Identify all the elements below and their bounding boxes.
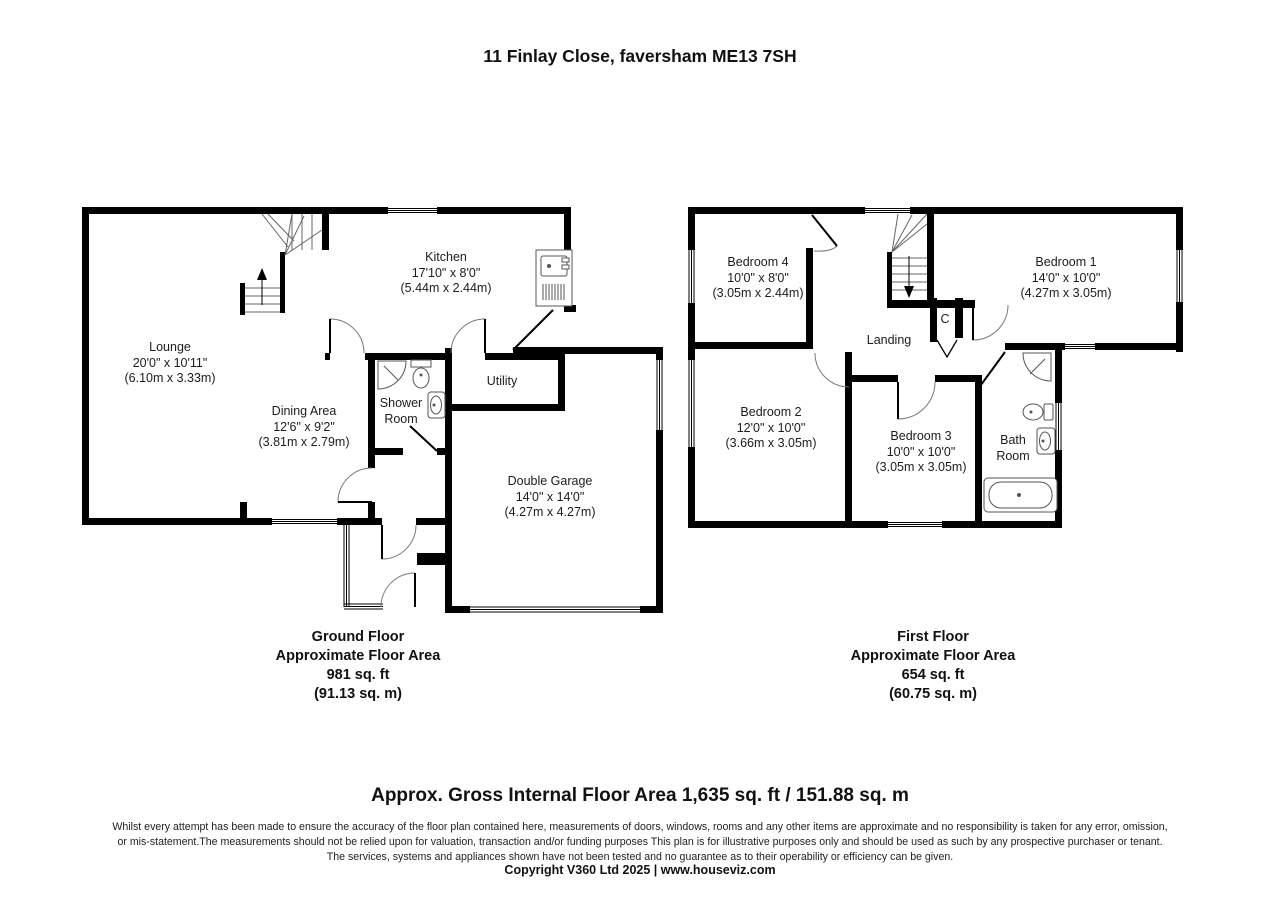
room-dims-ft: 20'0" x 10'11" (132, 355, 208, 370)
room-dims-m: (4.27m x 3.05m) (1020, 286, 1112, 300)
room-dims-ft: 14'0" x 10'0" (1031, 270, 1101, 285)
room-label-lounge: Lounge 20'0" x 10'11" (6.10m x 3.33m) (124, 340, 215, 387)
room-label-bedroom2: Bedroom 2 12'0" x 10'0" (3.66m x 3.05m) (725, 405, 816, 452)
floor-area-label: Approximate Floor Area (275, 648, 441, 664)
room-name: Shower (379, 396, 423, 410)
room-dims-ft: 14'0" x 14'0" (515, 489, 585, 504)
first-door-arcs (813, 245, 1009, 420)
room-name: Bedroom 4 (727, 255, 789, 269)
room-dims-ft: 10'0" x 10'0" (886, 444, 956, 459)
room-name: C (940, 312, 950, 326)
room-name: Bedroom 2 (740, 405, 802, 419)
garage-door (470, 606, 640, 613)
toilet-icon (410, 359, 432, 368)
ground-floor-plan (82, 207, 663, 613)
room-name: Lounge (149, 340, 191, 354)
room-label-bedroom4: Bedroom 4 10'0" x 8'0" (3.05m x 2.44m) (712, 255, 803, 302)
gross-internal-area: Approx. Gross Internal Floor Area 1,635 … (371, 785, 909, 806)
floor-name: Ground Floor (311, 629, 405, 645)
floor-area-sqft: 654 sq. ft (901, 667, 965, 683)
shower-room-fixtures (377, 359, 446, 419)
ground-door-arcs (329, 318, 486, 608)
kitchen-sink-unit (535, 249, 573, 307)
shower-icon (377, 360, 407, 390)
room-label-garage: Double Garage 14'0" x 14'0" (4.27m x 4.2… (504, 474, 595, 521)
first-floor-plan (688, 207, 1183, 528)
room-label-bedroom1: Bedroom 1 14'0" x 10'0" (4.27m x 3.05m) (1020, 255, 1111, 302)
room-label-bathroom: Bath Room (996, 433, 1029, 464)
room-dims-m: (4.27m x 4.27m) (504, 505, 596, 519)
ground-door-leaves (329, 309, 554, 607)
page-title: 11 Finlay Close, faversham ME13 7SH (483, 46, 797, 66)
ground-windows (272, 208, 663, 524)
room-dims-m: (6.10m x 3.33m) (124, 371, 216, 385)
floor-area-label: Approximate Floor Area (850, 648, 1016, 664)
room-dims-ft: 17'10" x 8'0" (411, 265, 481, 280)
room-dims-m: (5.44m x 2.44m) (400, 281, 492, 295)
room-name: Room (996, 448, 1030, 463)
room-dims-m: (3.05m x 3.05m) (875, 460, 967, 474)
floor-name: First Floor (897, 629, 969, 645)
first-stairs (891, 213, 928, 298)
ground-floor-caption: Ground Floor Approximate Floor Area 981 … (276, 628, 441, 704)
first-door-leaves (811, 214, 1006, 419)
bathroom-fixtures (983, 352, 1058, 513)
floor-area-sqm: (60.75 sq. m) (889, 686, 977, 702)
first-floor-caption: First Floor Approximate Floor Area 654 s… (851, 628, 1016, 704)
room-name: Bath (1000, 433, 1026, 447)
room-dims-ft: 12'0" x 10'0" (736, 420, 806, 435)
toilet-icon (1043, 403, 1054, 421)
room-label-utility: Utility (487, 374, 518, 390)
cupboard-bifold-door (936, 339, 958, 359)
room-label-kitchen: Kitchen 17'10" x 8'0" (5.44m x 2.44m) (400, 250, 491, 297)
floor-area-sqm: (91.13 sq. m) (314, 686, 402, 702)
room-label-bedroom3: Bedroom 3 10'0" x 10'0" (3.05m x 3.05m) (875, 429, 966, 476)
room-name: Landing (866, 333, 912, 347)
disclaimer-line: The services, systems and appliances sho… (326, 851, 954, 863)
room-name: Kitchen (425, 250, 467, 264)
room-name: Bedroom 3 (890, 429, 952, 443)
first-walls (688, 207, 1183, 528)
disclaimer-text: Whilst every attempt has been made to en… (0, 820, 1280, 865)
room-dims-m: (3.05m x 2.44m) (712, 286, 804, 300)
room-name: Bedroom 1 (1035, 255, 1097, 269)
room-label-shower-room: Shower Room (380, 396, 422, 427)
ground-stairs (245, 213, 323, 313)
copyright-line: Copyright V360 Ltd 2025 | www.houseviz.c… (504, 863, 776, 877)
disclaimer-line: or mis-statement.The measurements should… (117, 836, 1163, 848)
room-dims-m: (3.66m x 3.05m) (725, 436, 817, 450)
room-label-dining: Dining Area 12'6" x 9'2" (3.81m x 2.79m) (258, 404, 349, 451)
room-name: Double Garage (507, 474, 593, 488)
porch-glazing (343, 525, 383, 610)
room-name: Dining Area (271, 404, 337, 418)
room-dims-ft: 10'0" x 8'0" (727, 270, 789, 285)
room-label-landing: Landing (867, 333, 912, 349)
first-windows (688, 208, 1183, 527)
room-dims-m: (3.81m x 2.79m) (258, 435, 350, 449)
room-name: Utility (486, 374, 518, 388)
room-name: Room (384, 411, 418, 426)
room-label-cupboard: C (940, 312, 949, 328)
ground-walls (82, 207, 663, 613)
disclaimer-line: Whilst every attempt has been made to en… (112, 821, 1168, 833)
room-dims-ft: 12'6" x 9'2" (273, 419, 335, 434)
floor-area-sqft: 981 sq. ft (326, 667, 390, 683)
